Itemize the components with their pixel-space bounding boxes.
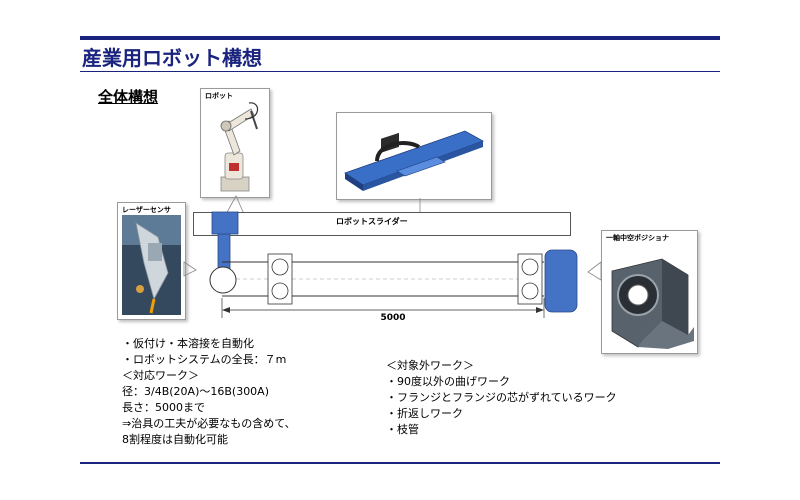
left-note-line: ・仮付け・本溶接を自動化 xyxy=(122,337,254,350)
pipe-support-right xyxy=(517,253,543,305)
robot-slider-bar xyxy=(193,212,571,236)
pipe-support-left xyxy=(267,253,293,305)
dimension-arrow-left xyxy=(222,307,230,313)
header-rule-top xyxy=(80,36,720,40)
slider-rail-icon xyxy=(344,130,484,191)
laser-sensor-label: レーザーセンサ xyxy=(122,206,171,214)
right-notes: ＜対象外ワーク＞ ・90度以外の曲げワーク ・フランジとフランジの芯がずれている… xyxy=(386,358,617,438)
robot-slider-label: ロボットスライダー xyxy=(336,217,408,226)
left-note-line: ⇒治具の工夫が必要なもの含めて、 xyxy=(122,417,296,430)
left-note-line: 長さ：5000まで xyxy=(122,401,205,414)
laser-sensor-icon xyxy=(122,215,181,315)
left-notes: ・仮付け・本溶接を自動化 ・ロボットシステムの全長：７m ＜対応ワーク＞ 径：3… xyxy=(122,336,296,448)
left-note-line: ＜対応ワーク＞ xyxy=(122,369,199,382)
right-note-line: ・フランジとフランジの芯がずれているワーク xyxy=(386,391,617,404)
positioner-photo: 一軸中空ポジショナ xyxy=(601,230,698,354)
laser-sensor-photo: レーザーセンサ xyxy=(117,202,186,320)
section-title: 全体構想 xyxy=(98,88,159,106)
footer-rule xyxy=(80,462,720,464)
page-title: 産業用ロボット構想 xyxy=(82,46,262,70)
robot-photo: ロボット xyxy=(200,88,270,198)
right-note-line: ・枝管 xyxy=(386,423,419,436)
left-note-line: ・ロボットシステムの全長：７m xyxy=(122,353,287,366)
header-rule-bottom xyxy=(80,71,720,72)
dimension-label: 5000 xyxy=(380,313,406,323)
robot-photo-label: ロボット xyxy=(205,92,233,100)
dimension-arrow-right xyxy=(536,307,544,313)
slider-photo xyxy=(336,112,492,200)
right-note-line: ・90度以外の曲げワーク xyxy=(386,375,510,388)
positioner-callout xyxy=(587,261,602,281)
right-note-line: ＜対象外ワーク＞ xyxy=(386,359,474,372)
left-note-line: 径：3/4B(20A)～16B(300A) xyxy=(122,385,270,398)
robot-mast xyxy=(217,233,231,273)
right-note-line: ・折返しワーク xyxy=(386,407,463,420)
positioner-label: 一軸中空ポジショナ xyxy=(606,234,669,242)
robot-carriage xyxy=(211,211,239,235)
positioner-block xyxy=(544,249,578,313)
left-flange xyxy=(209,266,237,294)
left-note-line: 8割程度は自動化可能 xyxy=(122,433,228,446)
robot-arm-icon xyxy=(220,102,259,192)
positioner-icon xyxy=(611,258,694,349)
sensor-callout xyxy=(183,261,197,277)
